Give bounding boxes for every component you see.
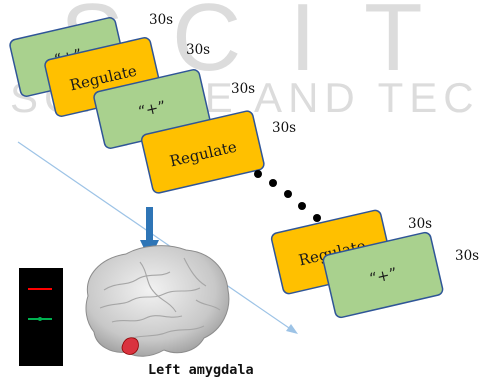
region-label: Left amygdala	[148, 362, 254, 378]
brain-image	[85, 245, 230, 357]
trial-duration-1: 30s	[149, 12, 173, 28]
timeline-arrow	[17, 141, 298, 334]
trial-duration-3: 30s	[231, 81, 255, 97]
trial-duration-4: 30s	[272, 120, 296, 136]
trial-duration-6: 30s	[455, 248, 479, 264]
amygdala-highlight	[121, 337, 139, 355]
continuation-dots	[254, 170, 321, 222]
trial-label-3: “+”	[136, 97, 167, 121]
trial-duration-2: 30s	[186, 42, 210, 58]
trial-card-4: Regulate	[140, 110, 265, 194]
trial-duration-5: 30s	[408, 216, 432, 232]
trial-card-6: “+”	[322, 231, 444, 319]
feedback-display	[19, 268, 63, 366]
trial-label-6: “+”	[368, 264, 399, 288]
